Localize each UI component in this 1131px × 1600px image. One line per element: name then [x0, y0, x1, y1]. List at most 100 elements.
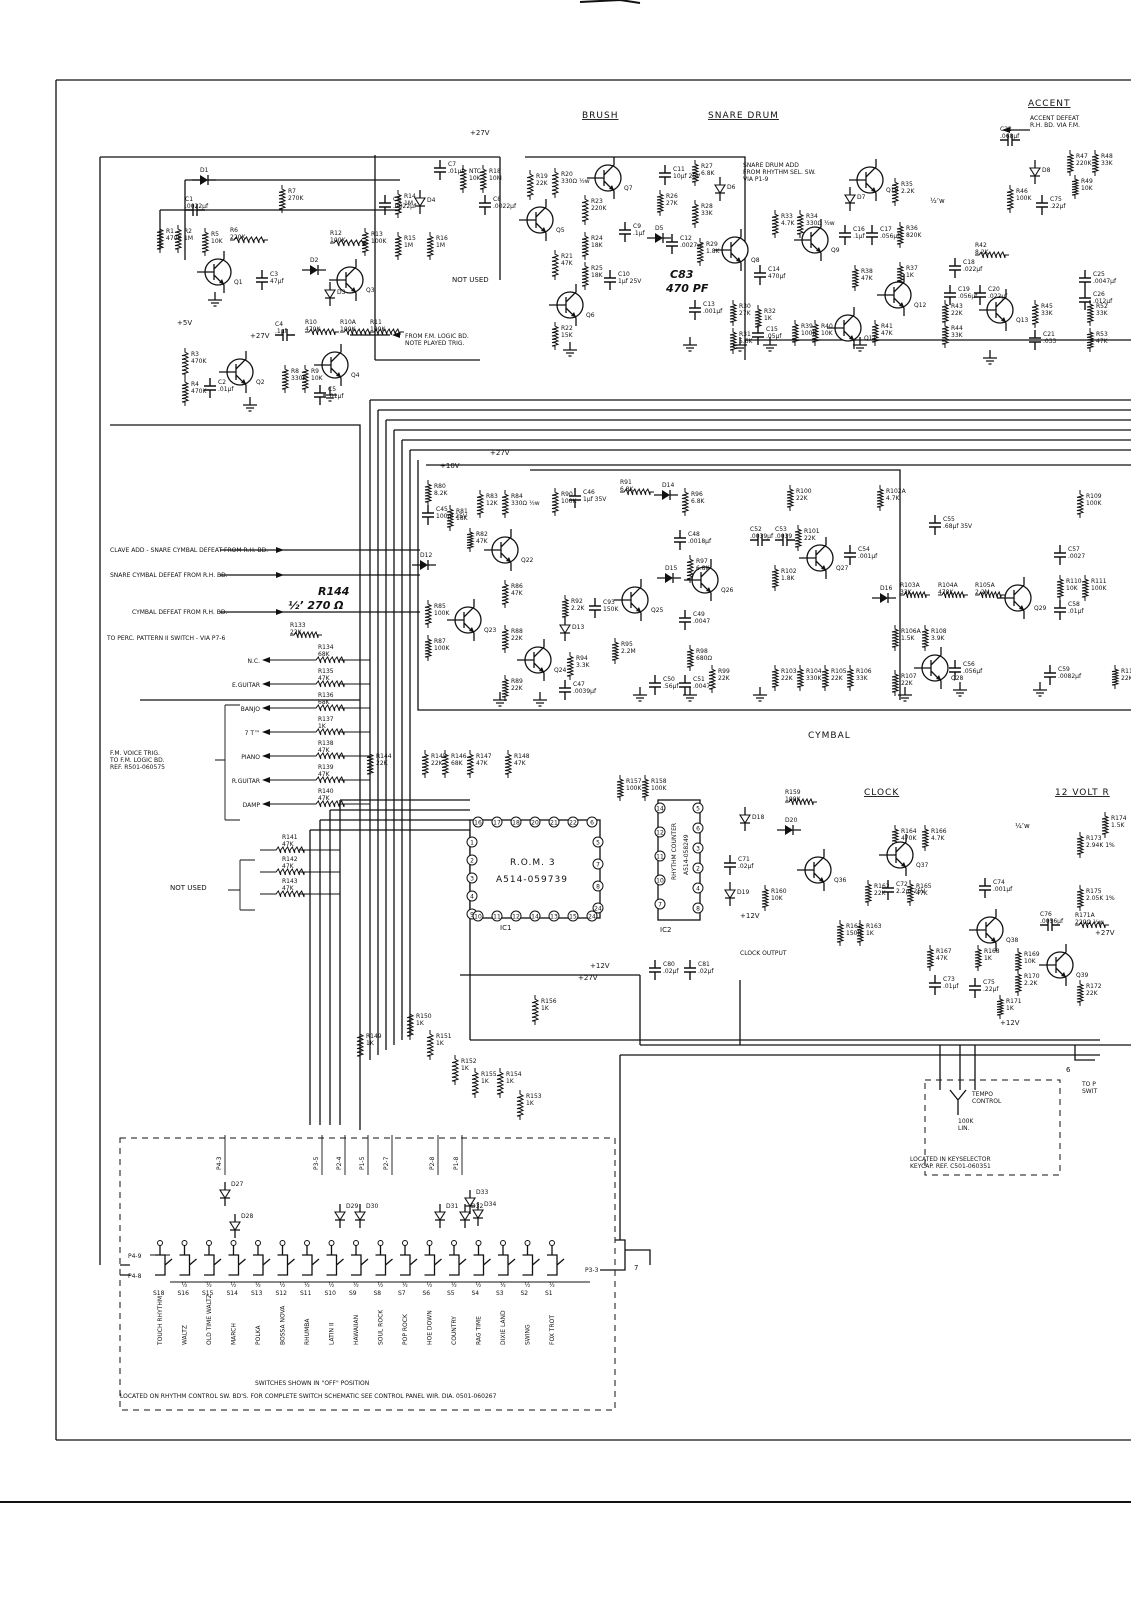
- ic-pin-4: 4: [692, 882, 704, 894]
- switch-symbol: [498, 1243, 516, 1276]
- resistor-symbol: [312, 775, 348, 784]
- resistor-symbol: [729, 328, 738, 354]
- switch-label: SOUL ROCK: [378, 1309, 385, 1345]
- emitter-arrow: [1061, 972, 1066, 977]
- ref-r48: R48: [1101, 153, 1113, 160]
- component-c4: [275, 329, 295, 341]
- value-r162: 22K: [874, 890, 887, 897]
- value-r13: 100K: [371, 238, 387, 245]
- resistor-symbol: [281, 365, 290, 393]
- switch-symbol: [302, 1243, 320, 1276]
- emitter-arrow: [609, 185, 614, 190]
- value-c5: .01µf: [328, 393, 344, 400]
- component-r108: [921, 625, 930, 651]
- component-q7: [587, 157, 622, 199]
- unused-resistor-ref: R141: [282, 834, 298, 841]
- value-c93: 150K: [603, 606, 619, 613]
- value-r163: 1K: [866, 930, 875, 937]
- value-c55: .68µf 35V: [943, 523, 973, 530]
- emitter-arrow: [469, 627, 474, 632]
- ref-r165: R165: [916, 883, 932, 890]
- pin-circle: [692, 822, 704, 834]
- switch-symbol: [179, 1243, 197, 1276]
- ground-symbol: [533, 692, 547, 707]
- emitter-arrow: [219, 279, 224, 284]
- resistor-symbol: [696, 238, 705, 266]
- switch-symbol: [400, 1243, 418, 1276]
- switch-symbol: [204, 1243, 222, 1276]
- capacitor-symbol: [679, 675, 691, 695]
- component-r156: [531, 995, 540, 1025]
- component-r157: [616, 775, 625, 801]
- resistor-symbol: [891, 178, 900, 206]
- capacitor-symbol: [724, 855, 736, 875]
- ref-r164: R164: [901, 828, 917, 835]
- unused-resistor-value: 47K: [282, 863, 295, 870]
- ref-c5: C5: [328, 386, 336, 393]
- resistor-symbol: [611, 638, 620, 664]
- emitter-arrow: [1019, 605, 1024, 610]
- tempo-box: [924, 1079, 1061, 1176]
- resistor-symbol: [891, 670, 900, 696]
- resistor-symbol: [566, 652, 575, 680]
- ic2-name: RHYTHM COUNTER: [671, 823, 678, 880]
- transistor-leads: [314, 344, 342, 386]
- switch-ref: S7: [398, 1290, 406, 1297]
- component-c58: [1054, 600, 1066, 620]
- component-c3: [256, 270, 268, 290]
- value-c8: .0022µf: [493, 203, 517, 210]
- value-r6: 220K: [230, 234, 246, 241]
- switch-symbol: [522, 1243, 540, 1276]
- ic2-ref: IC2: [660, 926, 671, 934]
- component-c75: [969, 978, 981, 998]
- ref-c8: C8: [493, 196, 501, 203]
- emitter-arrow: [821, 565, 826, 570]
- ref-r95: R95: [621, 641, 633, 648]
- component-d5: [647, 233, 671, 243]
- wiring: [99, 155, 1131, 1276]
- component-r166: [921, 825, 930, 851]
- component-c81: [684, 960, 696, 980]
- component-c52: [750, 534, 770, 546]
- note-switches-off: SWITCHES SHOWN IN "OFF" POSITION: [255, 1380, 369, 1387]
- component-r96: [681, 488, 690, 516]
- capacitor-symbol: [844, 545, 856, 565]
- resistor-symbol: [424, 600, 433, 628]
- value-r145: 22K: [431, 760, 444, 767]
- ic-pin-11: 11: [654, 850, 666, 862]
- resistor-symbol: [794, 525, 803, 551]
- capacitor-symbol: [379, 195, 391, 215]
- component-r155: [471, 1068, 480, 1098]
- component-c26: [1079, 290, 1091, 310]
- value-r106a: 1.5K: [901, 635, 916, 642]
- switch-panel-box: [119, 1137, 616, 1411]
- component-r9: [301, 365, 310, 393]
- component-r167: [926, 945, 935, 971]
- switch-label: RAG TIME: [476, 1316, 483, 1345]
- component-r106: [846, 665, 855, 691]
- component-r7: [278, 185, 287, 213]
- half-watt-note: ½’w: [930, 197, 945, 205]
- ref-r91: R91: [620, 479, 632, 486]
- component-c49: [679, 610, 691, 630]
- drawing-frame: [0, 0, 1131, 1503]
- resistor-symbol: [312, 703, 348, 712]
- switch-common-bus: [150, 1254, 590, 1283]
- ic-pin-14: 14: [529, 910, 541, 922]
- switch-half: ½: [304, 1282, 310, 1289]
- ic-pin-6: 6: [692, 822, 704, 834]
- switch-label: SWING: [525, 1324, 532, 1345]
- component-c75: [1036, 195, 1048, 215]
- component-r87: [424, 635, 433, 661]
- note-perc: TO PERC. PATTERN II SWITCH - VIA P7-6: [106, 635, 225, 642]
- value-r10a: 100K: [340, 326, 356, 333]
- ref-q10: Q10: [886, 187, 899, 194]
- ref-r169: R169: [1024, 951, 1040, 958]
- component-r91: [620, 487, 654, 496]
- value-r24: 18K: [591, 242, 604, 249]
- ref-c81: C81: [698, 961, 710, 968]
- value-r22: 15K: [561, 332, 574, 339]
- resistor-symbol: [906, 880, 915, 906]
